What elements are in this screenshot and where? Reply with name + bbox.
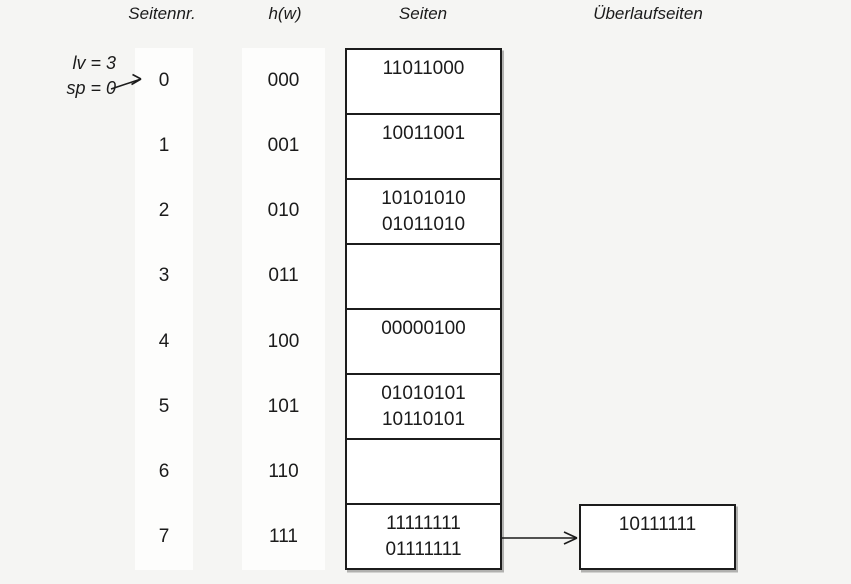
page-bucket-1: 10011001 [347,115,500,180]
bucket-entry: 01010101 [381,383,466,404]
column-header-seitennr: Seitennr. [128,4,196,23]
bucket-entry: 00000100 [381,318,466,339]
page-bucket-3 [347,245,500,310]
page-number-2: 2 [158,200,170,222]
column-header-seiten: Seiten [398,4,448,23]
bucket-entry: 11011000 [382,58,465,79]
page-number-0: 0 [158,69,170,91]
page-number-1: 1 [158,134,170,156]
hash-value-1: 001 [267,134,300,156]
page-number-3: 3 [158,265,170,287]
hash-value-7: 111 [269,526,298,548]
page-bucket-2: 10101010 01011010 [347,180,500,245]
page-bucket-6 [347,440,500,505]
overflow-link-arrow-icon [502,531,578,545]
hash-value-4: 100 [267,330,300,352]
bucket-entry: 01011010 [381,214,466,235]
pages-column: 11011000 10011001 10101010 01011010 00000100… [345,48,502,570]
hash-value-6: 110 [268,461,299,483]
hash-value-2: 010 [267,200,300,222]
hash-value-3: 011 [268,265,299,287]
hash-value-5: 101 [267,395,300,417]
page-number-4: 4 [158,330,170,352]
column-header-ueberlaufseiten: Überlaufseiten [593,4,703,23]
page-number-5: 5 [158,395,170,417]
overflow-entry: 10111111 [618,514,697,535]
page-number-column: 0 1 2 3 4 5 6 7 [135,48,193,570]
annotation-sp: sp = 0 [66,78,116,98]
column-header-hw: h(w) [268,4,302,23]
bucket-entry: 10110101 [381,409,466,430]
page-bucket-5: 01010101 10110101 [347,375,500,440]
page-bucket-4: 00000100 [347,310,500,375]
page-number-7: 7 [158,526,170,548]
hash-value-0: 000 [267,69,300,91]
bucket-entry: 10011001 [381,123,466,144]
overflow-page-box: 10111111 [579,504,736,570]
bucket-entry: 01111111 [385,539,462,560]
state-annotation: lv = 3 sp = 0 [0,51,116,101]
page-number-6: 6 [158,461,170,483]
bucket-entry: 10101010 [381,188,466,209]
page-bucket-7: 11111111 01111111 [347,505,500,568]
page-bucket-0: 11011000 [347,50,500,115]
bucket-entry: 11111111 [386,513,461,534]
annotation-lv: lv = 3 [72,53,116,73]
hash-value-column: 000 001 010 011 100 101 110 111 [242,48,325,570]
